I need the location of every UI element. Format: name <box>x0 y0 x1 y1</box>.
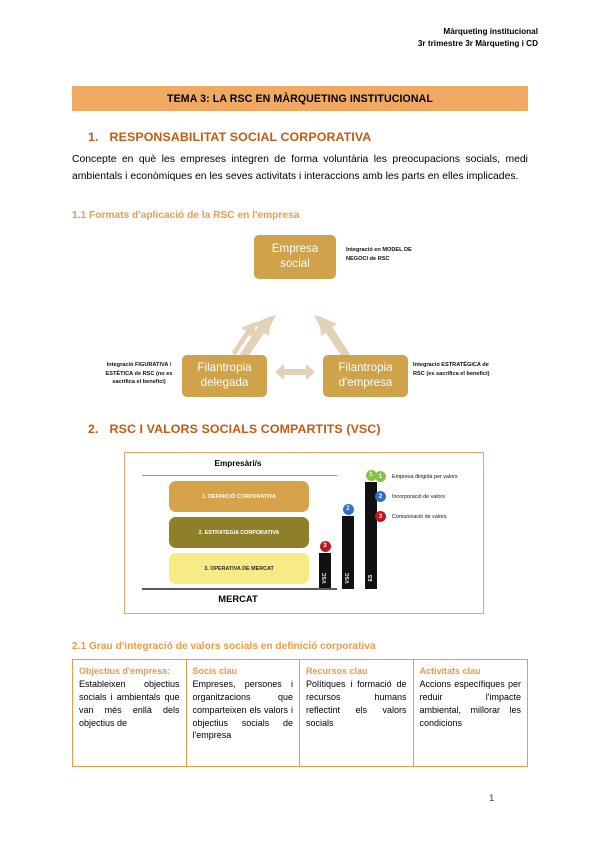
chart-badge-1: 1 <box>365 470 377 481</box>
annotation-figurativa: Integració FIGURATIVA / ESTÈTICA de RSC … <box>105 362 173 385</box>
chart-badge-3: 3 <box>319 541 331 552</box>
table-header-recursos-clau: Recursos clau <box>306 666 368 676</box>
table-cell-socis-clau: Socis clau Empreses, persones i organitz… <box>187 660 300 766</box>
table-body-socis-clau: Empreses, persones i organitzacions que … <box>192 679 294 741</box>
chart-bar-2-label: VSC <box>345 572 351 584</box>
legend-label-3: Comunicació de valors <box>392 513 447 520</box>
chart-bar-2: VSC <box>342 516 354 589</box>
table-body-objectius-empresa: Estableixen objectius socials i ambienta… <box>79 679 180 728</box>
chart-title-empresaris: Empresàri/s <box>214 459 262 468</box>
section-1-title: RESPONSABILITAT SOCIAL CORPORATIVA <box>109 130 372 144</box>
chart-top-rule <box>142 475 337 477</box>
section-2-number: 2. <box>88 422 99 436</box>
diagram-arrows <box>232 315 350 380</box>
filantropia-delegada-line1: Filantropia <box>197 361 252 375</box>
empresa-social-line2: social <box>280 257 310 270</box>
legend-item-1: 1 Empresa dirigida per valors <box>375 471 458 482</box>
section-1-1-subheading: 1.1 Formats d'aplicació de la RSC en l'e… <box>72 210 300 221</box>
document-header: Màrqueting institucional 3r trimestre 3r… <box>418 26 538 50</box>
section-1-number: 1. <box>88 130 99 144</box>
chart-legend: 1 Empresa dirigida per valors 2 Incorpor… <box>375 471 458 531</box>
title-banner: TEMA 3: LA RSC EN MÀRQUETING INSTITUCION… <box>72 86 528 111</box>
legend-dot-3: 3 <box>375 511 386 522</box>
chart-bar-1: ES <box>365 482 377 589</box>
title-banner-text: TEMA 3: LA RSC EN MÀRQUETING INSTITUCION… <box>167 92 433 105</box>
diagram-box-filantropia-delegada: Filantropia delegada <box>182 355 267 397</box>
annotation-estrategica: Integració ESTRATÈGICA de RSC (es sacrif… <box>413 362 490 377</box>
table-header-objectius-empresa: Objectius d'empresa: <box>79 666 171 676</box>
legend-dot-1: 1 <box>375 471 386 482</box>
diagram-box-filantropia-empresa: Filantropia d'empresa <box>323 355 408 397</box>
page-number: 1 <box>489 793 495 804</box>
chart-title-mercat: MERCAT <box>218 593 258 604</box>
table-header-activitats-clau: Activitats clau <box>419 666 481 676</box>
table-cell-objectius-empresa: Objectius d'empresa: Estableixen objecti… <box>73 660 187 766</box>
header-line-2: 3r trimestre 3r Màrqueting i CD <box>417 38 538 48</box>
table-cell-activitats-clau: Activitats clau Accions específiques per… <box>414 660 528 766</box>
section-2-title: RSC I VALORS SOCIALS COMPARTITS (VSC) <box>109 422 381 436</box>
chart-bar-3: VSC <box>319 553 331 589</box>
vsc-table: Objectius d'empresa: Estableixen objecti… <box>72 659 528 767</box>
legend-item-2: 2 Incorporació de valors <box>375 491 458 502</box>
chart-bar-3-label: VSC <box>322 572 328 584</box>
section-1-paragraph: Concepte en què les empreses integren de… <box>72 154 528 182</box>
chart-layer-definicio-corporativa: 1. DEFINICIÓ CORPORATIVA <box>169 481 309 512</box>
section-2-1-subheading: 2.1 Grau d'integració de valors socials … <box>72 641 376 652</box>
legend-dot-2: 2 <box>375 491 386 502</box>
legend-label-1: Empresa dirigida per valors <box>392 473 458 480</box>
table-body-activitats-clau: Accions específiques per reduir l'impact… <box>419 679 522 728</box>
legend-item-3: 3 Comunicació de valors <box>375 511 458 522</box>
header-line-1: Màrqueting institucional <box>443 27 538 36</box>
annotation-model-negoci: Integració en MODEL DE NEGOCI de RSC <box>346 247 412 262</box>
chart-bottom-rule <box>142 588 337 590</box>
section-1-heading: 1. RESPONSABILITAT SOCIAL CORPORATIVA <box>88 130 371 144</box>
table-body-recursos-clau: Polítiques i formació de recursos humans… <box>306 679 407 728</box>
empresa-social-line1: Empresa <box>271 242 319 256</box>
rsc-formats-diagram: Empresa social Filantropia delegada Fila… <box>72 230 528 405</box>
diagram-box-empresa-social: Empresa social <box>254 235 336 279</box>
filantropia-empresa-line2: d'empresa <box>338 376 393 389</box>
chart-layer-operativa-de-mercat: 3. OPERATIVA DE MERCAT <box>169 553 309 584</box>
legend-label-2: Incorporació de valors <box>392 493 446 500</box>
filantropia-delegada-line2: delegada <box>200 376 249 389</box>
chart-bar-1-label: ES <box>368 574 374 582</box>
section-2-heading: 2. RSC I VALORS SOCIALS COMPARTITS (VSC) <box>88 422 381 436</box>
chart-layer-estrategia-corporativa: 2. ESTRATEGIA CORPORATIVA <box>169 517 309 548</box>
chart-badge-2: 2 <box>342 504 354 515</box>
filantropia-empresa-line1: Filantropia <box>338 361 393 375</box>
table-cell-recursos-clau: Recursos clau Polítiques i formació de r… <box>300 660 414 766</box>
vsc-chart: Empresàri/s 1. DEFINICIÓ CORPORATIVA 2. … <box>124 452 484 614</box>
table-header-socis-clau: Socis clau <box>192 666 238 676</box>
